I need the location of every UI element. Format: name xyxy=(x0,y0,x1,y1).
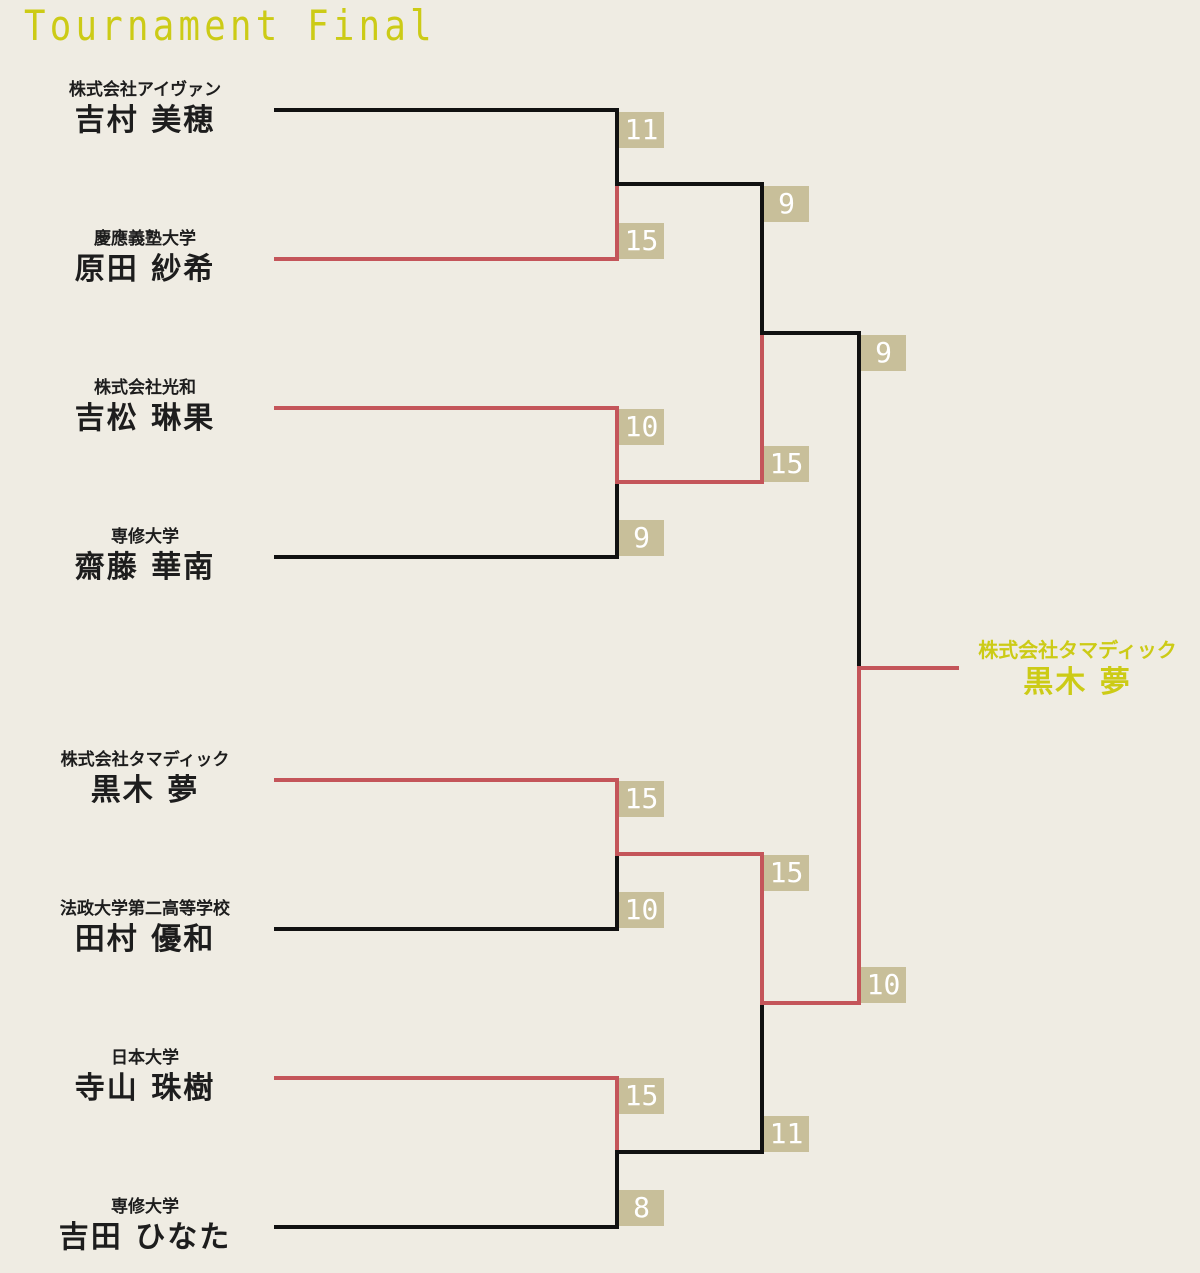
score-badge: 11 xyxy=(764,1116,809,1152)
bracket-line xyxy=(274,778,619,856)
page-title: Tournament Final xyxy=(24,1,436,50)
score-badge: 10 xyxy=(619,892,664,928)
player-3: 株式会社光和 吉松 琳果 xyxy=(20,377,270,439)
bracket-line xyxy=(760,666,861,1005)
bracket-line xyxy=(615,331,764,484)
player-name: 原田 紗希 xyxy=(74,252,216,287)
score-badge: 15 xyxy=(764,855,809,891)
player-name: 田村 優和 xyxy=(74,922,216,957)
score-badge: 15 xyxy=(619,223,664,259)
player-org: 株式会社アイヴァン xyxy=(68,80,222,100)
champion-name: 黒木 夢 xyxy=(1023,665,1132,700)
score-badge: 15 xyxy=(619,781,664,817)
player-org: 専修大学 xyxy=(111,527,179,547)
bracket-line xyxy=(615,182,764,335)
champion-org: 株式会社タマディック xyxy=(978,638,1177,662)
bracket-line xyxy=(274,1150,619,1229)
player-org: 株式会社タマディック xyxy=(60,750,230,770)
player-name: 寺山 珠樹 xyxy=(74,1071,216,1106)
player-org: 株式会社光和 xyxy=(94,378,196,398)
player-org: 日本大学 xyxy=(111,1048,179,1068)
player-8: 専修大学 吉田 ひなた xyxy=(20,1196,270,1258)
player-7: 日本大学 寺山 珠樹 xyxy=(20,1047,270,1109)
score-badge: 8 xyxy=(619,1190,664,1226)
score-badge: 9 xyxy=(764,186,809,222)
player-name: 吉松 琳果 xyxy=(74,401,216,436)
player-4: 専修大学 齋藤 華南 xyxy=(20,526,270,588)
bracket-line xyxy=(615,852,764,1005)
player-2: 慶應義塾大学 原田 紗希 xyxy=(20,228,270,290)
bracket-line xyxy=(615,1001,764,1154)
score-badge: 10 xyxy=(619,409,664,445)
player-org: 専修大学 xyxy=(111,1197,179,1217)
bracket-line xyxy=(274,108,619,186)
bracket-line xyxy=(274,1076,619,1154)
player-name: 吉田 ひなた xyxy=(58,1220,232,1255)
player-org: 法政大学第二高等学校 xyxy=(60,899,230,919)
score-badge: 10 xyxy=(861,967,906,1003)
player-6: 法政大学第二高等学校 田村 優和 xyxy=(20,898,270,960)
score-badge: 15 xyxy=(619,1078,664,1114)
score-badge: 9 xyxy=(619,520,664,556)
bracket-line xyxy=(274,182,619,261)
player-name: 黒木 夢 xyxy=(90,773,200,808)
score-badge: 11 xyxy=(619,112,664,148)
bracket-line xyxy=(274,406,619,484)
player-name: 吉村 美穂 xyxy=(74,103,216,138)
bracket-line xyxy=(760,331,861,670)
bracket-line xyxy=(274,480,619,559)
player-1: 株式会社アイヴァン 吉村 美穂 xyxy=(20,79,270,141)
bracket-line xyxy=(274,852,619,931)
player-name: 齋藤 華南 xyxy=(74,550,216,585)
champion: 株式会社タマディック 黒木 夢 xyxy=(960,637,1195,703)
score-badge: 9 xyxy=(861,335,906,371)
player-org: 慶應義塾大学 xyxy=(94,229,196,249)
score-badge: 15 xyxy=(764,446,809,482)
player-5: 株式会社タマディック 黒木 夢 xyxy=(20,749,270,811)
